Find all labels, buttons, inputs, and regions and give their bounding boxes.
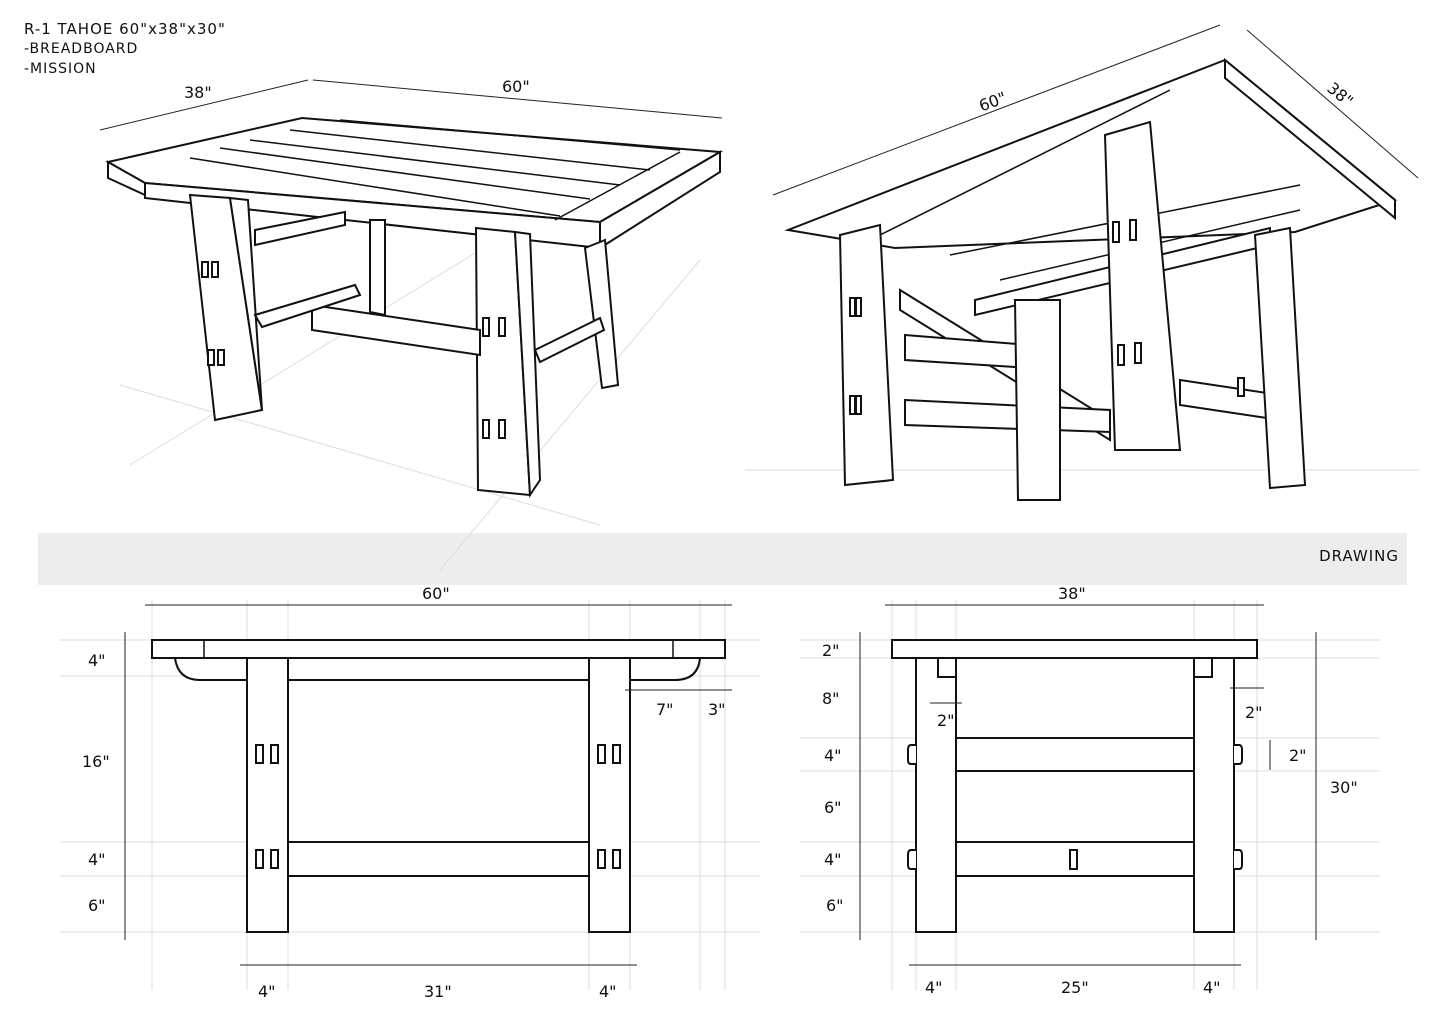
dimension-label: 25" (1061, 978, 1089, 997)
dimension-label: 4" (1203, 978, 1221, 997)
dimension-label: 4" (599, 982, 617, 1001)
mortise-pair (201, 261, 506, 439)
dimension-label: 2" (822, 641, 840, 660)
dimension-label: 6" (88, 896, 106, 915)
dimension-label: 3" (708, 700, 726, 719)
dimension-label: 2" (937, 711, 955, 730)
dimension-label: 2" (1245, 703, 1263, 722)
dimension-label: 8" (822, 689, 840, 708)
tenon (907, 744, 1243, 870)
dimension-label: 4" (258, 982, 276, 1001)
perspective-view-left: 38" 60" (99, 77, 724, 571)
dimension-label: 4" (824, 746, 842, 765)
dimension-label: 38" (184, 83, 212, 102)
dimension-label: 6" (824, 798, 842, 817)
title-option: -BREADBOARD (24, 41, 139, 57)
title-line: R-1 TAHOE 60"x38"x30" (24, 20, 226, 38)
dimension-label: 4" (88, 850, 106, 869)
dimension-label: 7" (656, 700, 674, 719)
dimension-label: 6" (826, 896, 844, 915)
dimension-label: 30" (1330, 778, 1358, 797)
section-label: DRAWING (1319, 547, 1399, 565)
dimension-label: 60" (976, 88, 1009, 115)
front-elevation: 60" 4" 16" 4" 6" 7" 3" 4" 31" 4" (60, 584, 760, 1001)
section-band: DRAWING (38, 533, 1407, 585)
dimension-label: 2" (1289, 746, 1307, 765)
dimension-label: 4" (88, 651, 106, 670)
dimension-label: 4" (824, 850, 842, 869)
side-elevation: 38" 2" 8" 4" 6" 4" 6" 2" 2" 2" 30" 4" 25… (800, 584, 1380, 997)
perspective-view-right: 60" 38" (745, 24, 1420, 501)
mortise-pair (849, 219, 1245, 415)
dimension-label: 31" (424, 982, 452, 1001)
dimension-label: 60" (422, 584, 450, 603)
dimension-label: 38" (1058, 584, 1086, 603)
mortise-pair (255, 744, 621, 869)
dimension-label: 60" (502, 77, 530, 96)
dimension-label: 38" (1323, 78, 1356, 110)
title-option: -MISSION (24, 61, 97, 77)
dimension-label: 4" (925, 978, 943, 997)
dimension-label: 16" (82, 752, 110, 771)
